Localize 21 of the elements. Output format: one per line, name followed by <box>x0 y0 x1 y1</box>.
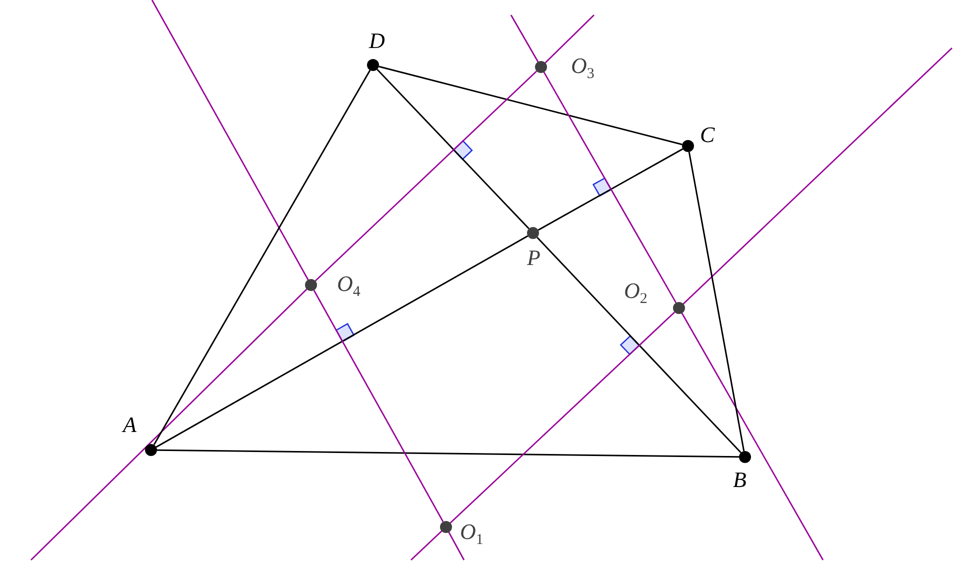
line-segment <box>378 66 682 146</box>
line-segment <box>156 235 528 448</box>
point-label: P <box>527 247 540 269</box>
line-segment <box>688 152 745 452</box>
line-segment <box>153 70 371 446</box>
line-segment <box>376 68 530 230</box>
construction-line <box>450 312 676 524</box>
line-segment <box>157 449 739 458</box>
construction-line <box>313 290 444 522</box>
point-label: O$_{3}$ <box>571 55 594 82</box>
line-segment <box>536 236 742 454</box>
point-label: C <box>700 124 715 146</box>
point-label: B <box>733 469 746 491</box>
point-label: D <box>369 30 385 52</box>
construction-line <box>543 72 677 304</box>
point-label: O$_{1}$ <box>460 521 484 548</box>
line-segment <box>538 148 684 231</box>
point-label: O$_{4}$ <box>337 273 360 300</box>
point-label: O$_{2}$ <box>624 280 648 307</box>
point-label: A <box>123 414 136 436</box>
construction-line <box>314 70 538 282</box>
